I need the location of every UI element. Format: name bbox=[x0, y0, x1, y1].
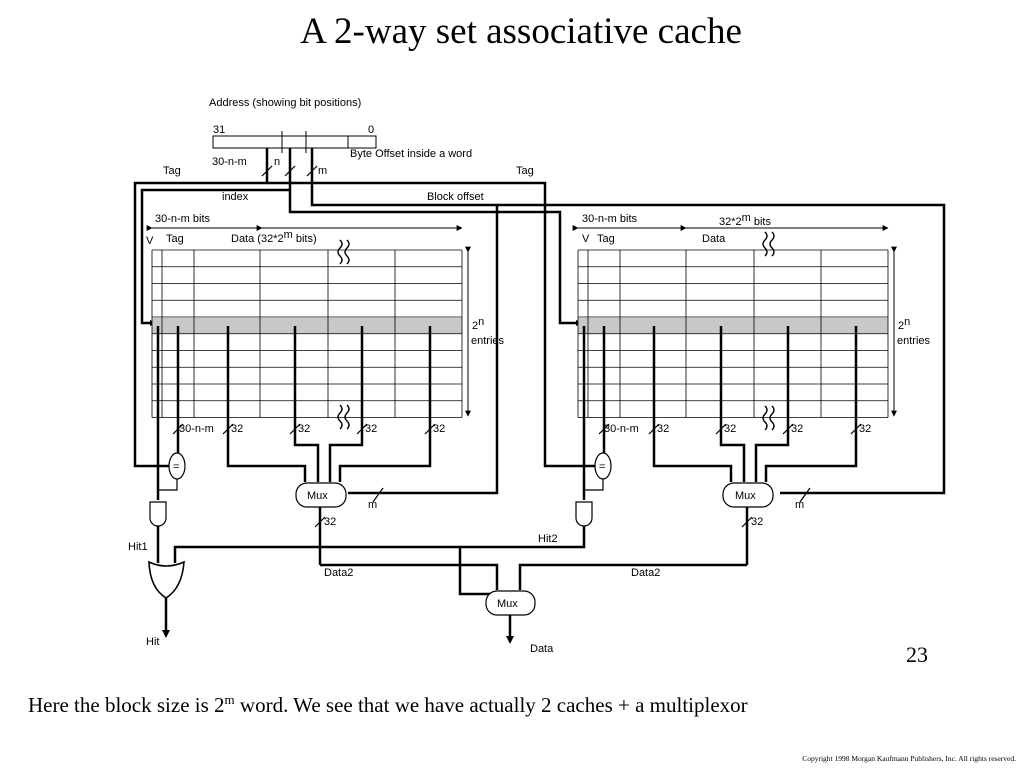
caption-post: word. We see that we have actually 2 cac… bbox=[234, 693, 748, 717]
cache-right-mux-select: m bbox=[795, 499, 804, 511]
cache-left-tag-label: Tag bbox=[166, 233, 184, 245]
cache-left-width-label: 30-n-m bits bbox=[155, 213, 211, 225]
caption-sup: m bbox=[224, 692, 235, 707]
slide-caption: Here the block size is 2m word. We see t… bbox=[28, 692, 748, 718]
cache-right-v-label: V bbox=[582, 233, 590, 245]
address-bit-high: 31 bbox=[213, 124, 225, 136]
cache-right-tag-width: 30-n-m bbox=[604, 423, 639, 435]
address-bit-low: 0 bbox=[368, 124, 374, 136]
cache-left-break-marks bbox=[337, 239, 350, 430]
cache-right: 30-n-m bits 32*2m bits V Tag Data 2n ent… bbox=[538, 212, 931, 579]
byte-offset-label: Byte Offset inside a word bbox=[350, 148, 472, 160]
address-register: Address (showing bit positions) 31 0 Byt… bbox=[163, 97, 534, 203]
cache-left-comparator-symbol: = bbox=[173, 461, 179, 473]
output-mux bbox=[485, 590, 536, 616]
or-gate bbox=[148, 560, 185, 599]
tag-left-label: Tag bbox=[163, 165, 181, 177]
tag-right-label: Tag bbox=[516, 165, 534, 177]
cache-right-mux-label: Mux bbox=[735, 490, 756, 502]
address-label: Address (showing bit positions) bbox=[209, 97, 361, 109]
cache-right-and-gate bbox=[575, 501, 593, 527]
page-number: 23 bbox=[906, 642, 928, 667]
cache-left-and-gate bbox=[149, 501, 167, 527]
cache-left-data-out: Data2 bbox=[324, 567, 353, 579]
cache-right-out-width: 32 bbox=[751, 516, 763, 528]
cache-right-break-marks bbox=[762, 231, 775, 431]
cache-left-word-width-1: 32 bbox=[298, 423, 310, 435]
cache-left-data-label: Data (32*2m bits) bbox=[231, 229, 317, 245]
field-tag-width: 30-n-m bbox=[212, 156, 247, 168]
cache-right-grid bbox=[577, 249, 889, 418]
cache-right-data-label: Data bbox=[702, 233, 726, 245]
output-logic: Mux Hit Data bbox=[146, 526, 747, 655]
cache-left-grid bbox=[151, 249, 463, 418]
cache-right-word-width-3: 32 bbox=[859, 423, 871, 435]
data-output-label: Data bbox=[530, 643, 554, 655]
cache-left-word-width-2: 32 bbox=[365, 423, 377, 435]
hit-output-label: Hit bbox=[146, 636, 159, 648]
caption-pre: Here the block size is 2 bbox=[28, 693, 225, 717]
field-n: n bbox=[274, 156, 280, 168]
cache-left-out-width: 32 bbox=[324, 516, 336, 528]
index-label: index bbox=[222, 191, 249, 203]
cache-left-v-label: V bbox=[146, 235, 154, 247]
slide-title: A 2-way set associative cache bbox=[300, 11, 742, 52]
cache-right-tag-label: Tag bbox=[597, 233, 615, 245]
cache-left: 30-n-m bits V Tag Data (32*2m bits) 2n e… bbox=[128, 213, 505, 579]
cache-left-entries-label: entries bbox=[471, 335, 505, 347]
cache-right-comparator-symbol: = bbox=[599, 461, 605, 473]
cache-left-word-width-3: 32 bbox=[433, 423, 445, 435]
cache-right-entries-count: 2n bbox=[898, 316, 910, 332]
field-m: m bbox=[318, 165, 327, 177]
cache-left-tag-width: 30-n-m bbox=[179, 423, 214, 435]
cache-left-entries-count: 2n bbox=[472, 316, 484, 332]
cache-left-word-width-0: 32 bbox=[231, 423, 243, 435]
cache-right-width-label: 30-n-m bits bbox=[582, 213, 638, 225]
cache-right-hit-label: Hit2 bbox=[538, 533, 558, 545]
cache-right-word-width-1: 32 bbox=[724, 423, 736, 435]
output-mux-label: Mux bbox=[497, 598, 518, 610]
cache-left-hit-label: Hit1 bbox=[128, 541, 148, 553]
copyright-notice: Copyright 1998 Morgan Kaufmann Publisher… bbox=[802, 754, 1016, 763]
cache-left-mux-label: Mux bbox=[307, 490, 328, 502]
block-offset-label: Block offset bbox=[427, 191, 484, 203]
cache-left-mux-select: m bbox=[368, 499, 377, 511]
cache-right-word-width-0: 32 bbox=[657, 423, 669, 435]
cache-right-word-width-2: 32 bbox=[791, 423, 803, 435]
cache-right-entries-label: entries bbox=[897, 335, 931, 347]
cache-right-data-out: Data2 bbox=[631, 567, 660, 579]
cache-right-line-width: 32*2m bits bbox=[719, 212, 771, 228]
